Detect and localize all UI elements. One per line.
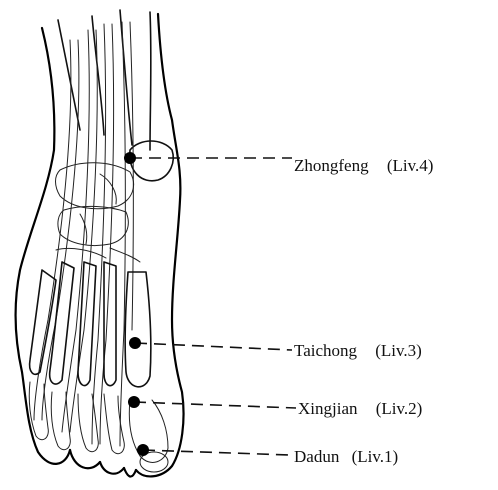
label-xingjian-name: Xingjian — [298, 399, 358, 418]
label-zhongfeng: Zhongfeng (Liv.4) — [294, 156, 433, 175]
acupoint-dadun — [137, 444, 149, 456]
tendons — [34, 22, 133, 446]
label-taichong: Taichong (Liv.3) — [294, 341, 422, 360]
leader-taichong — [135, 343, 292, 350]
label-zhongfeng-code: (Liv.4) — [387, 156, 434, 175]
leg-bones — [58, 10, 173, 181]
label-dadun-code: (Liv.1) — [352, 447, 399, 466]
leader-xingjian — [134, 402, 296, 408]
label-taichong-code: (Liv.3) — [375, 341, 422, 360]
label-xingjian: Xingjian (Liv.2) — [298, 399, 422, 418]
label-zhongfeng-name: Zhongfeng — [294, 156, 369, 175]
label-dadun: Dadun (Liv.1) — [294, 447, 398, 466]
acupoint-zhongfeng — [124, 152, 136, 164]
acupoint-xingjian — [128, 396, 140, 408]
label-dadun-name: Dadun — [294, 447, 340, 466]
leader-dadun — [143, 450, 290, 455]
acupoint-labels: Zhongfeng (Liv.4) Taichong (Liv.3) Xingj… — [294, 156, 433, 466]
acupoint-taichong — [129, 337, 141, 349]
phalanges — [29, 382, 168, 472]
acupoint-markers — [124, 152, 149, 456]
leader-lines — [130, 158, 296, 455]
tarsal-bones — [56, 163, 141, 262]
label-xingjian-code: (Liv.2) — [376, 399, 423, 418]
label-taichong-name: Taichong — [294, 341, 358, 360]
